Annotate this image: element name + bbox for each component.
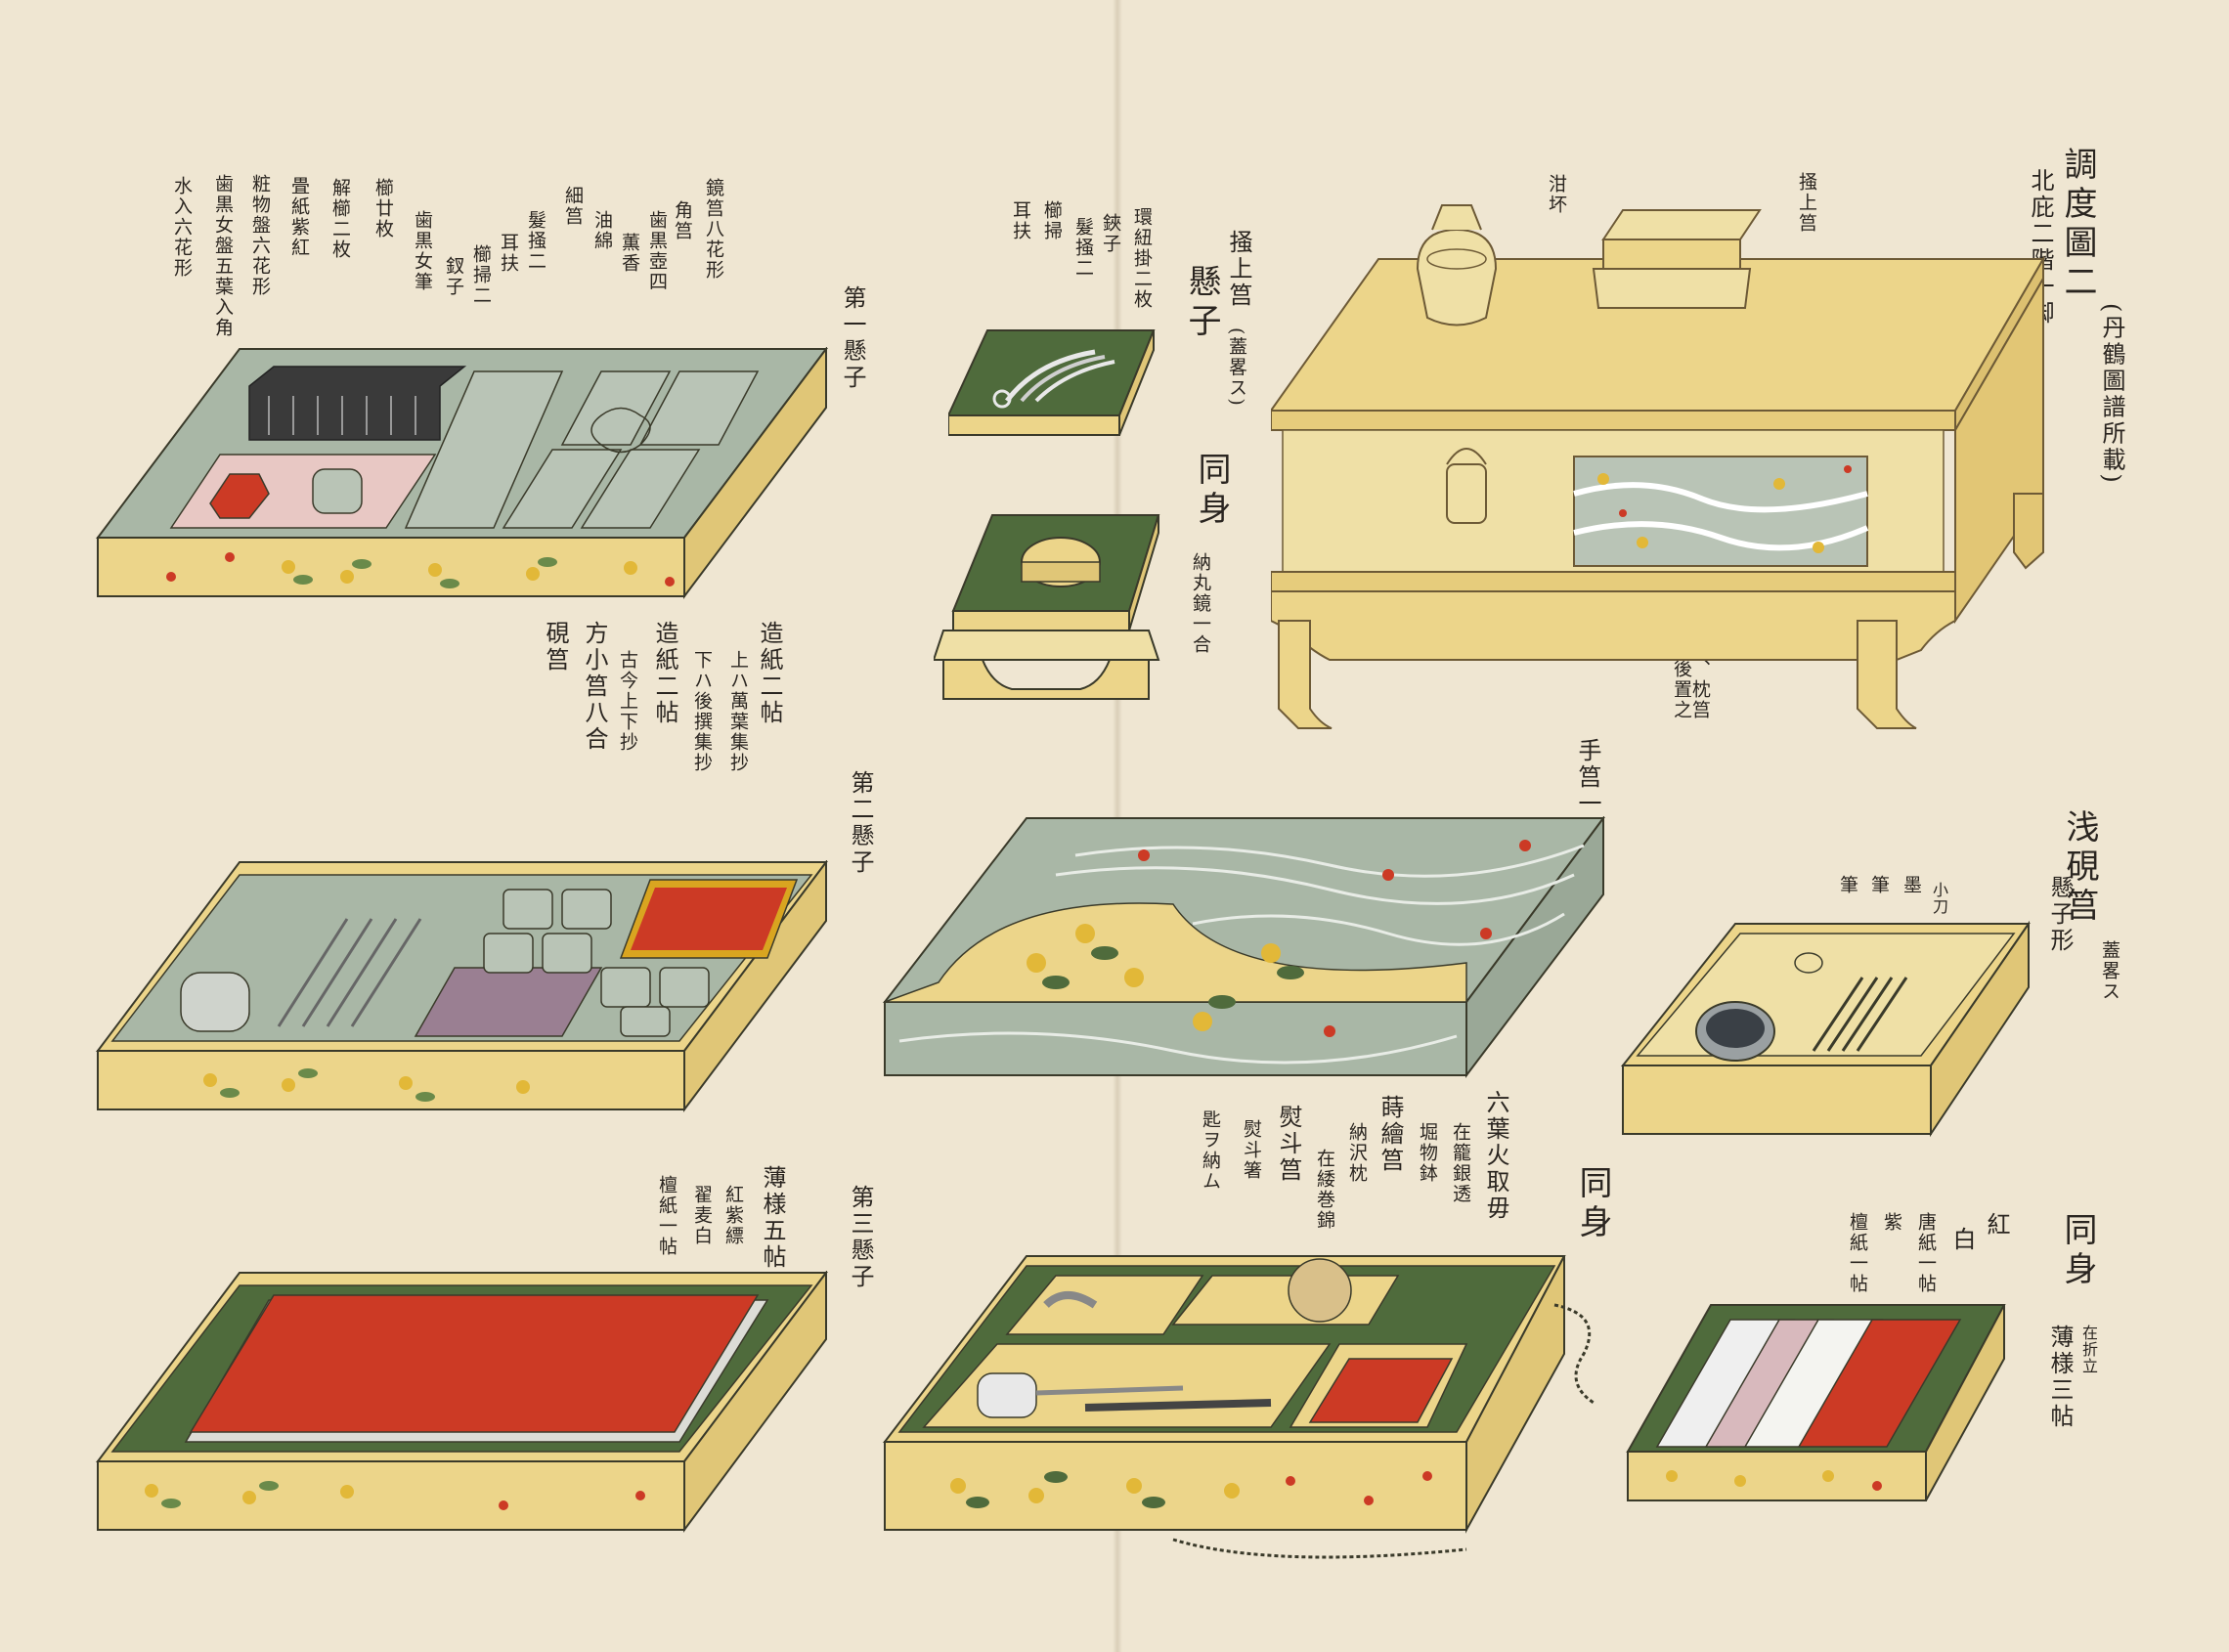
main-title: 調度圖二 bbox=[2058, 147, 2097, 303]
d2-item-3: 蒔繪筥 bbox=[1377, 1095, 1404, 1174]
kakego-2-label: 第二懸子 bbox=[847, 770, 874, 876]
kakiage-item-3: 髮掻二 bbox=[1072, 217, 1094, 279]
suzuri-item-1: 墨 bbox=[1901, 875, 1922, 895]
d2-item-4: 納沢枕 bbox=[1346, 1122, 1368, 1184]
d2-item-0: 六葉火取毋 bbox=[1482, 1090, 1509, 1222]
k1-item-15: 歯黒女盤五葉入角 bbox=[212, 174, 234, 338]
k1-item-6: 髮掻二 bbox=[525, 210, 546, 272]
k1-item-14: 粧物盤六花形 bbox=[249, 174, 271, 297]
kakiage-item-4: 櫛掃 bbox=[1041, 200, 1063, 241]
kakego-3-label: 第三懸子 bbox=[847, 1185, 874, 1290]
k1-item-10: 歯黒女筆 bbox=[412, 210, 433, 292]
k1-item-4: 油綿 bbox=[591, 210, 613, 251]
kakego-1-illustration bbox=[93, 347, 836, 616]
d2-item-2: 堀物鉢 bbox=[1417, 1122, 1438, 1184]
k1-paper-1: 上ハ萬葉集抄 bbox=[727, 650, 749, 773]
k1-paper-2: 下ハ後撰集抄 bbox=[691, 650, 713, 773]
kakiage-tray-illustration bbox=[948, 323, 1163, 440]
kakiagebako-label: 掻上筥 bbox=[1225, 230, 1252, 309]
suzuri-item-3: 筆 bbox=[1837, 875, 1858, 895]
k1-item-7: 耳扶 bbox=[498, 233, 519, 274]
tebako-body-illustration bbox=[880, 1246, 1623, 1579]
kakego-title: 懸子 bbox=[1182, 264, 1221, 342]
kakiage-item-1: 環紐掛二枚 bbox=[1131, 207, 1153, 310]
kakiage-item-2: 鋏子 bbox=[1100, 213, 1121, 254]
label-kakiage: 掻上筥 bbox=[1796, 172, 1817, 234]
doushin-3-usuyo: 薄様三帖 bbox=[2046, 1325, 2074, 1430]
k3-item-3: 檀紙一帖 bbox=[656, 1175, 677, 1257]
doushin-1-note: 納丸鏡一合 bbox=[1190, 552, 1211, 655]
k1-item-2: 歯黒壺四 bbox=[646, 210, 668, 292]
kakego-1-label: 第一懸子 bbox=[839, 285, 866, 391]
label-tsuki: 泔坏 bbox=[1546, 174, 1567, 215]
tebako-lid-illustration bbox=[880, 816, 1623, 1085]
k1-item-5: 細筥 bbox=[562, 186, 584, 227]
kakiagebako-note: (蓋畧ス) bbox=[1226, 327, 1247, 408]
d2-item-5: 在緌巻錦 bbox=[1314, 1149, 1335, 1231]
k1-item-16: 水入六花形 bbox=[171, 176, 193, 279]
doushin-2-label: 同身 bbox=[1573, 1165, 1612, 1243]
k1-item-9: 釵子 bbox=[443, 256, 464, 297]
d2-item-7: 熨斗箸 bbox=[1241, 1119, 1262, 1181]
k1-paper-4: 古今上下抄 bbox=[617, 650, 638, 753]
doushin-3-illustration bbox=[1623, 1300, 2014, 1520]
k1-paper-6: 硯筥 bbox=[542, 621, 569, 674]
doushin-3-usuyo-note: 在折立 bbox=[2079, 1325, 2098, 1374]
k3-item-1: 紅紫縹 bbox=[722, 1185, 744, 1246]
k3-item-0: 薄様五帖 bbox=[759, 1165, 786, 1271]
nikai-shelf-illustration bbox=[1271, 200, 2053, 733]
d3-item-1: 白 bbox=[1948, 1227, 1976, 1253]
k1-paper-3: 造紙二帖 bbox=[651, 621, 678, 726]
mirror-stand-illustration bbox=[934, 513, 1168, 709]
k3-item-2: 翟麦白 bbox=[691, 1185, 713, 1246]
kakego-2-illustration bbox=[93, 860, 836, 1119]
d2-item-8: 匙ヲ納ム bbox=[1200, 1109, 1221, 1192]
k1-paper-5: 方小筥八合 bbox=[581, 621, 608, 753]
d3-item-3: 紫 bbox=[1881, 1212, 1902, 1233]
k1-paper-0: 造紙二帖 bbox=[756, 621, 783, 726]
k1-item-8: 櫛掃二 bbox=[470, 244, 492, 306]
kakego-3-illustration bbox=[93, 1271, 836, 1540]
d2-item-6: 熨斗筥 bbox=[1275, 1105, 1302, 1184]
d3-item-4: 檀紙一帖 bbox=[1847, 1212, 1868, 1294]
k1-item-3: 薫香 bbox=[619, 233, 640, 274]
suzuri-kakego: 懸子形 bbox=[2046, 875, 2074, 954]
d3-item-0: 紅 bbox=[1983, 1212, 2010, 1239]
doushin-3-label: 同身 bbox=[2058, 1212, 2097, 1290]
kakiage-item-5: 耳扶 bbox=[1010, 200, 1031, 241]
d2-item-1: 在籠銀透 bbox=[1450, 1122, 1471, 1204]
suzuri-item-2: 筆 bbox=[1868, 875, 1890, 895]
doushin-1-label: 同身 bbox=[1192, 452, 1231, 530]
d3-item-2: 唐紙一帖 bbox=[1915, 1212, 1937, 1294]
suzuri-illustration bbox=[1618, 919, 2038, 1144]
suzuri-title: 浅硯筥 bbox=[2060, 809, 2099, 927]
title-source: (丹鶴圖譜所載) bbox=[2098, 303, 2125, 486]
k1-item-13: 畳紙紫紅 bbox=[288, 176, 310, 258]
suzuri-note: 蓋畧ス bbox=[2099, 940, 2120, 1002]
k1-item-0: 鏡筥八花形 bbox=[703, 178, 724, 281]
suzuri-item-0: 小刀 bbox=[1930, 882, 1948, 915]
k1-item-12: 解櫛二枚 bbox=[329, 178, 351, 260]
k1-item-1: 角筥 bbox=[672, 200, 693, 241]
k1-item-11: 櫛廿枚 bbox=[372, 178, 394, 239]
